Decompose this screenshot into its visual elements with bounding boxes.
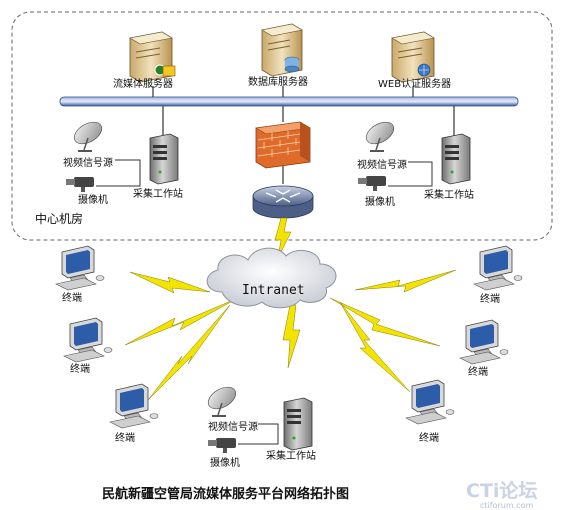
wan-links — [124, 217, 457, 401]
capture-station-bottom: 视频信号源 摄像机 采集工作站 — [207, 386, 316, 469]
watermark: CTi论坛 ctiforum.com — [466, 479, 537, 510]
desktop-computer-icon — [55, 245, 105, 291]
terminal-left-mid: 终端 — [63, 317, 113, 375]
terminal-right-top: 终端 — [473, 245, 523, 305]
satellite-dish-icon — [365, 121, 395, 152]
server-icon — [391, 31, 435, 83]
tower-workstation-icon — [149, 133, 179, 185]
terminal-left-top: 终端 — [55, 245, 105, 304]
capture-station-right: 视频信号源 摄像机 采集工作站 — [357, 121, 474, 208]
watermark-brand: CTi论坛 — [466, 479, 537, 502]
link-cloud-terminal-bottom-right — [339, 301, 411, 393]
video-camera-icon — [208, 438, 236, 453]
video-source-label: 视频信号源 — [63, 156, 113, 169]
center-room-label: 中心机房 — [35, 211, 83, 226]
watermark-url: ctiforum.com — [480, 501, 533, 510]
video-camera-icon — [66, 177, 94, 192]
terminal-label: 终端 — [419, 431, 439, 444]
link-cloud-terminal-bottom-left — [147, 304, 231, 401]
workstation-label: 采集工作站 — [266, 449, 316, 462]
video-source-label: 视频信号源 — [357, 158, 407, 171]
video-source-label: 视频信号源 — [208, 420, 258, 433]
terminal-right-mid: 终端 — [459, 319, 509, 378]
desktop-computer-icon — [109, 383, 159, 429]
server-streaming: 流媒体服务器 — [113, 31, 176, 90]
desktop-computer-icon — [473, 245, 523, 291]
diagram-caption: 民航新疆空管局流媒体服务平台网络拓扑图 — [102, 486, 349, 502]
terminal-bottom-right: 终端 — [405, 379, 455, 444]
server-icon — [129, 31, 176, 83]
terminal-bottom-left: 终端 — [109, 383, 159, 444]
link-router-cloud — [274, 217, 292, 259]
server-icon — [261, 23, 303, 77]
link-cloud-terminal-left-mid — [124, 297, 239, 346]
camera-label: 摄像机 — [78, 193, 108, 206]
terminal-label: 终端 — [115, 431, 135, 444]
firewall — [255, 121, 311, 169]
desktop-computer-icon — [459, 319, 509, 365]
link-cloud-terminal-right-top — [354, 269, 457, 293]
terminal-label: 终端 — [468, 365, 488, 378]
tower-workstation-icon — [283, 397, 313, 451]
terminal-label: 终端 — [70, 362, 90, 375]
satellite-dish-icon — [207, 386, 237, 417]
desktop-computer-icon — [405, 379, 455, 425]
terminal-label: 终端 — [480, 292, 500, 305]
video-camera-icon — [358, 176, 386, 191]
workstation-label: 采集工作站 — [133, 187, 183, 200]
server-label: 数据库服务器 — [248, 75, 308, 88]
camera-label: 摄像机 — [365, 195, 395, 208]
server-web-auth: WEB认证服务器 — [378, 31, 451, 90]
firewall-icon — [255, 121, 311, 169]
camera-label: 摄像机 — [210, 456, 240, 469]
desktop-computer-icon — [63, 317, 113, 363]
server-label: 流媒体服务器 — [113, 77, 173, 90]
link-cloud-terminal-left-top — [129, 271, 211, 294]
server-label: WEB认证服务器 — [378, 77, 451, 90]
cloud-label: Intranet — [242, 283, 305, 298]
router-icon — [252, 185, 314, 219]
terminal-label: 终端 — [62, 291, 82, 304]
workstation-label: 采集工作站 — [424, 188, 474, 201]
tower-workstation-icon — [441, 133, 471, 185]
intranet-cloud: Intranet — [206, 247, 337, 309]
capture-station-left: 视频信号源 摄像机 采集工作站 — [63, 121, 183, 206]
router — [252, 185, 314, 219]
link-cloud-station-bottom — [282, 304, 301, 369]
satellite-dish-icon — [73, 121, 103, 152]
link-cloud-terminal-right-mid — [329, 297, 441, 347]
server-database: 数据库服务器 — [248, 23, 308, 88]
